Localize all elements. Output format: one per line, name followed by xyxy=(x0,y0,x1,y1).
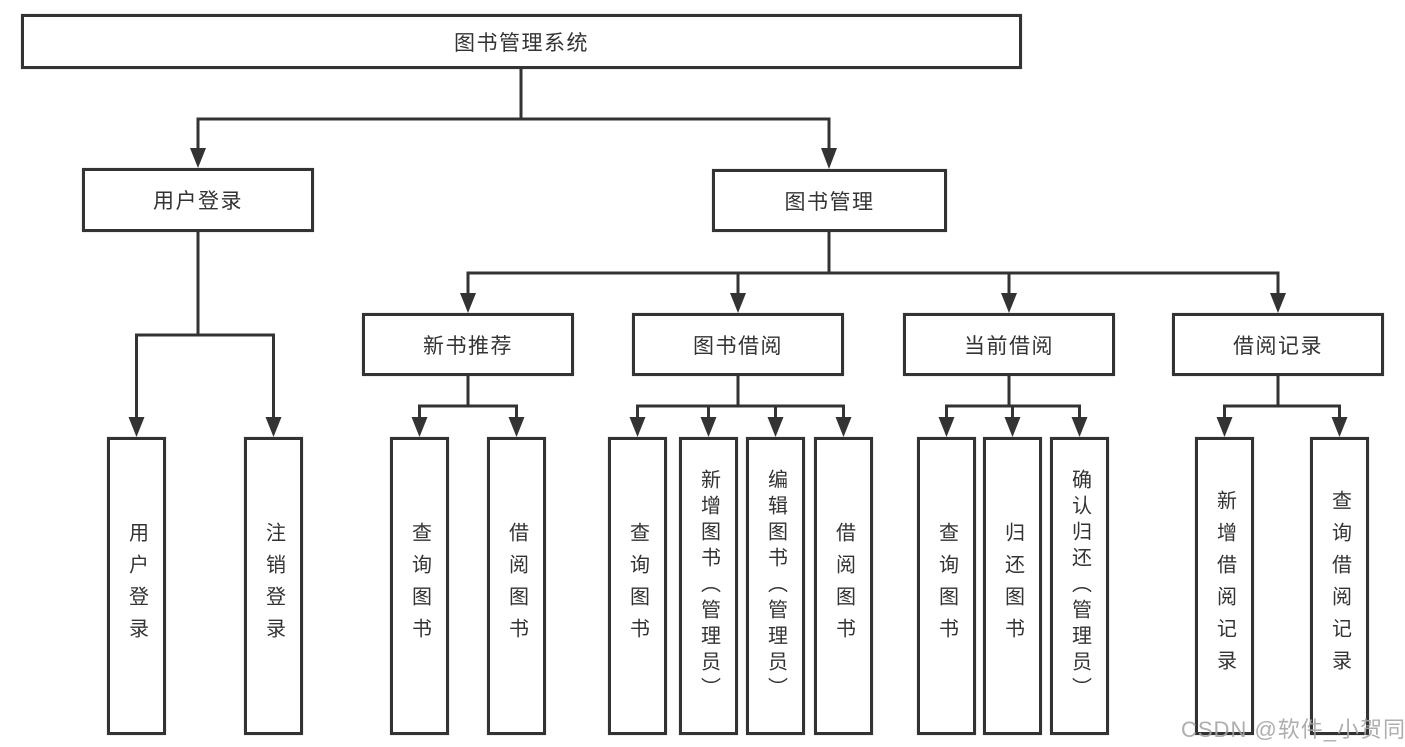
connector-user-login-to-leaves xyxy=(128,232,282,437)
node-label: 用户登录 xyxy=(125,522,148,650)
leaf-query-books-recommend: 查询图书 xyxy=(390,437,449,735)
node-label: 借阅图书 xyxy=(505,522,528,650)
node-label: 查询借阅记录 xyxy=(1328,490,1351,682)
node-user-login: 用户登录 xyxy=(82,168,314,232)
node-label: 当前借阅 xyxy=(964,334,1054,358)
leaf-query-books-current: 查询图书 xyxy=(917,437,976,735)
connector-root-to-level2 xyxy=(190,69,837,169)
connector-current-borrow-to-leaves xyxy=(938,376,1088,437)
node-label: 新书推荐 xyxy=(423,334,513,358)
leaf-edit-books-admin: 编辑图书（管理员） xyxy=(746,437,805,735)
node-label: 借阅图书 xyxy=(832,522,855,650)
connector-book-mgmt-to-level3 xyxy=(460,232,1286,313)
leaf-query-borrow-record: 查询借阅记录 xyxy=(1310,437,1369,735)
leaf-user-login: 用户登录 xyxy=(107,437,166,735)
leaf-confirm-return-admin: 确认归还（管理员） xyxy=(1050,437,1109,735)
node-borrowing-records: 借阅记录 xyxy=(1172,313,1384,376)
leaf-logout: 注销登录 xyxy=(244,437,303,735)
csdn-watermark: CSDN @软件_小贺同学 xyxy=(1181,717,1405,742)
node-label: 图书借阅 xyxy=(693,334,783,358)
leaf-add-borrow-record: 新增借阅记录 xyxy=(1195,437,1254,735)
node-label: 用户登录 xyxy=(153,190,243,213)
node-new-book-recommend: 新书推荐 xyxy=(362,313,574,376)
node-label: 归还图书 xyxy=(1001,522,1024,650)
node-label: 查询图书 xyxy=(626,522,649,650)
node-current-borrowing: 当前借阅 xyxy=(903,313,1115,376)
node-label: 图书管理 xyxy=(784,190,875,214)
leaf-borrow-books-recommend: 借阅图书 xyxy=(487,437,546,735)
node-library-system-root: 图书管理系统 xyxy=(21,14,1022,69)
connector-new-book-to-leaves xyxy=(411,376,525,437)
node-label: 编辑图书（管理员） xyxy=(764,469,787,703)
node-book-management: 图书管理 xyxy=(712,169,947,232)
leaf-query-books-borrow: 查询图书 xyxy=(608,437,667,735)
node-label: 新增借阅记录 xyxy=(1213,490,1236,682)
node-label: 查询图书 xyxy=(408,522,431,650)
connector-book-borrow-to-leaves xyxy=(629,376,852,437)
node-label: 确认归还（管理员） xyxy=(1068,469,1091,703)
node-label: 注销登录 xyxy=(262,522,285,650)
node-label: 查询图书 xyxy=(935,522,958,650)
node-book-borrowing: 图书借阅 xyxy=(632,313,844,376)
leaf-return-books: 归还图书 xyxy=(983,437,1042,735)
node-label: 新增图书（管理员） xyxy=(697,469,720,703)
connector-borrow-record-to-leaves xyxy=(1216,376,1348,437)
node-label: 图书管理系统 xyxy=(454,31,589,55)
leaf-add-books-admin: 新增图书（管理员） xyxy=(679,437,738,735)
leaf-borrow-books: 借阅图书 xyxy=(814,437,873,735)
node-label: 借阅记录 xyxy=(1233,334,1323,358)
